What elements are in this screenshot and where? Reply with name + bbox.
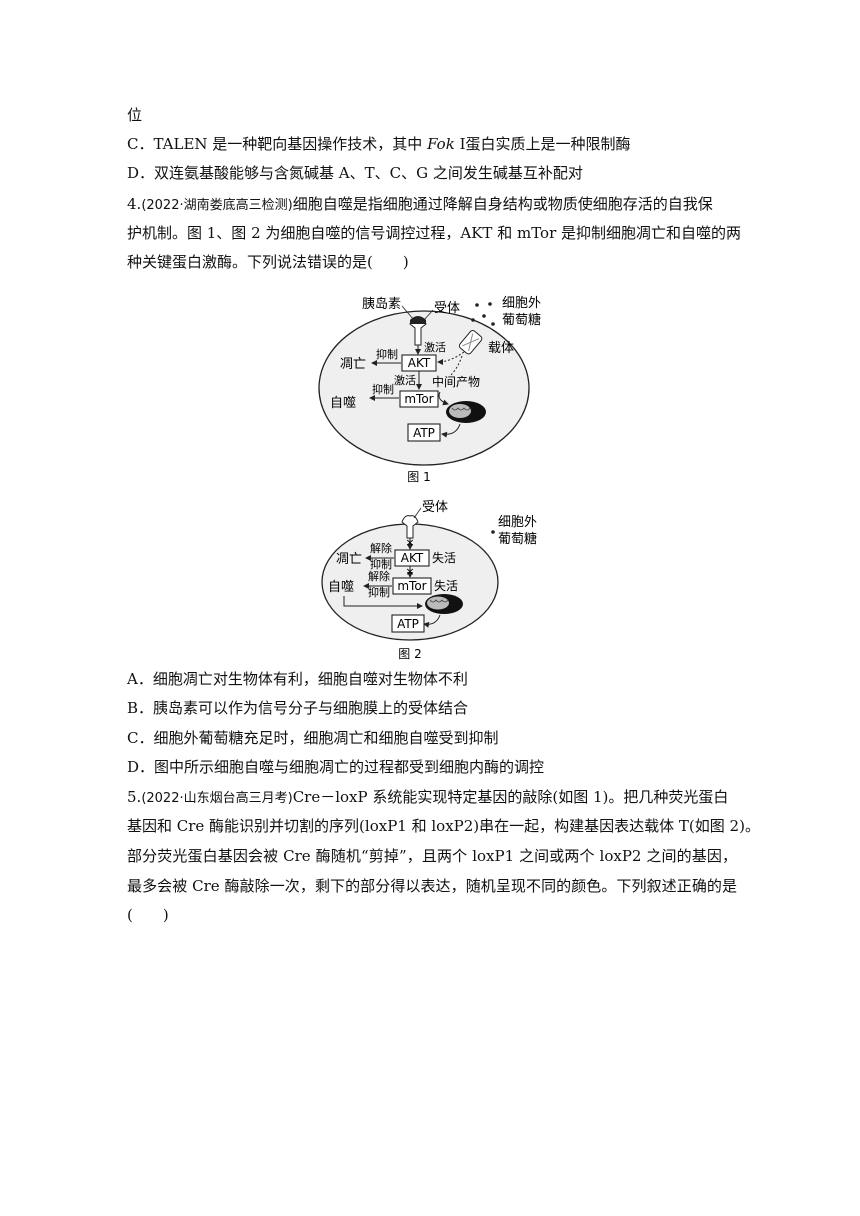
cell-membrane (318, 310, 530, 466)
figure-2-caption: 图 2 (398, 647, 421, 661)
option-c-prefix: C．TALEN 是一种靶向基因操作技术，其中 (127, 135, 428, 153)
insulin-icon (410, 316, 426, 324)
q5-line4: 最多会被 Cre 酶敲除一次，剩下的部分得以表达，随机呈现不同的颜色。下列叙述正… (127, 877, 737, 895)
receptor-icon (401, 515, 419, 539)
mtor-label: mTor (404, 392, 433, 406)
activate-label-2: 激活 (394, 373, 416, 387)
receptor-label-2: 受体 (422, 500, 448, 515)
carrier-icon (458, 330, 483, 355)
q4-number: 4. (127, 195, 142, 213)
glucose-label-2-2: 葡萄糖 (498, 531, 537, 547)
q4-option-b: B．胰岛素可以作为信号分子与细胞膜上的受体结合 (127, 699, 469, 717)
activate-label-1: 激活 (424, 340, 446, 354)
q5-line3: 部分荧光蛋白基因会被 Cre 酶随机“剪掉”，且两个 loxP1 之间或两个 l… (127, 847, 737, 865)
atp-label: ATP (413, 426, 435, 440)
q4-line3: 种关键蛋白激酶。下列说法错误的是( ) (127, 253, 409, 271)
figure-2: 受体 细胞外 葡萄糖 × AKT 失活 解除 抑制 凋亡 × mTor 失活 解… (321, 500, 537, 661)
atp-box (407, 423, 441, 442)
continuation-line: 位 (127, 106, 143, 124)
q4-option-d: D．图中所示细胞自噬与细胞凋亡的过程都受到细胞内酶的调控 (127, 758, 545, 776)
glucose-label-2: 葡萄糖 (502, 312, 541, 328)
option-c-suffix: Ⅰ蛋白实质上是一种限制酶 (454, 135, 631, 153)
release-label-2: 解除 (368, 569, 390, 583)
q4-option-a: A．细胞凋亡对生物体有利，细胞自噬对生物体不利 (127, 670, 468, 688)
mtor-label-2: mTor (397, 579, 426, 593)
glucose-label-2-1: 细胞外 (498, 515, 537, 530)
apoptosis-label: 凋亡 (340, 357, 366, 372)
autophagy-label-2: 自噬 (328, 580, 354, 595)
atp-box-2 (391, 614, 425, 633)
q4-line1-text: 细胞自噬是指细胞通过降解自身结构或物质使细胞存活的自我保 (292, 195, 713, 213)
inactive-label-2: 失活 (434, 578, 458, 593)
apoptosis-label-2: 凋亡 (336, 552, 362, 567)
glucose-label-1: 细胞外 (502, 296, 541, 311)
akt-label-2: AKT (401, 551, 424, 565)
option-c-fok: Fok (427, 135, 455, 153)
akt-label: AKT (408, 356, 431, 370)
inactive-label-1: 失活 (432, 550, 456, 565)
option-c-prev: C．TALEN 是一种靶向基因操作技术，其中 Fok Ⅰ蛋白实质上是一种限制酶 (127, 133, 737, 155)
carrier-label: 载体 (488, 341, 514, 356)
mitochondrion-icon (446, 401, 486, 423)
figure-1: 胰岛素 受体 细胞外 葡萄糖 载体 激活 AKT 抑制 凋亡 激活 中间产物 m… (318, 296, 541, 484)
q5-source: (2022·山东烟台高三月考) (141, 791, 293, 806)
akt-box-2 (394, 549, 430, 567)
mtor-box-2 (392, 577, 432, 595)
release-label-1: 解除 (370, 541, 392, 555)
q4-option-c: C．细胞外葡萄糖充足时，细胞凋亡和细胞自噬受到抑制 (127, 729, 499, 747)
glucose-dots (471, 302, 495, 326)
glucose-dot (491, 530, 495, 534)
q5-line5: ( ) (127, 906, 169, 924)
mitochondrion-icon (425, 594, 463, 614)
q5-line1: 5.(2022·山东烟台高三月考)Cre－loxP 系统能实现特定基因的敲除(如… (127, 786, 737, 810)
q5-line1-text: Cre－loxP 系统能实现特定基因的敲除(如图 1)。把几种荧光蛋白 (292, 788, 729, 806)
block-x-icon: × (405, 536, 414, 549)
q4-line1: 4.(2022·湖南娄底高三检测)细胞自噬是指细胞通过降解自身结构或物质使细胞存… (127, 193, 737, 217)
insulin-label: 胰岛素 (362, 296, 401, 312)
inhibit-label-2-2: 抑制 (368, 585, 390, 599)
inhibit-label-1: 抑制 (376, 347, 398, 361)
q4-line2: 护机制。图 1、图 2 为细胞自噬的信号调控过程，AKT 和 mTor 是抑制细… (127, 224, 742, 242)
figure-1-caption: 图 1 (407, 470, 430, 484)
mtor-box (399, 390, 439, 408)
block-x-icon: × (405, 565, 414, 578)
q5-number: 5. (127, 788, 142, 806)
intermediate-label: 中间产物 (432, 374, 480, 389)
autophagy-label: 自噬 (330, 396, 356, 411)
q4-source: (2022·湖南娄底高三检测) (141, 198, 293, 213)
q5-line2: 基因和 Cre 酶能识别并切割的序列(loxP1 和 loxP2)串在一起，构建… (127, 817, 760, 835)
option-d-prev: D．双连氨基酸能够与含氮碱基 A、T、C、G 之间发生碱基互补配对 (127, 164, 583, 182)
receptor-label: 受体 (434, 301, 460, 316)
atp-label-2: ATP (397, 617, 419, 631)
inhibit-label-2-1: 抑制 (370, 557, 392, 571)
inhibit-label-2: 抑制 (372, 382, 394, 396)
